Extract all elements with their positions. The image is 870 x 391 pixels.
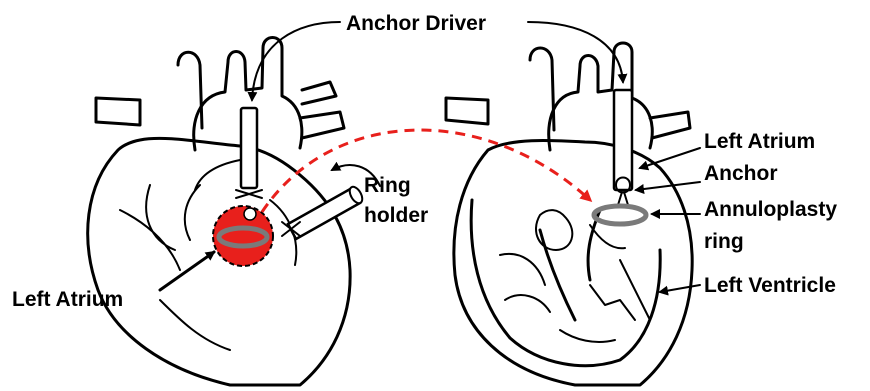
left-driver-tip	[244, 208, 256, 220]
ring-holder	[282, 185, 365, 239]
right-vena-cava	[446, 98, 488, 124]
label-left-atrium-left: Left Atrium	[12, 288, 123, 311]
anchor-driver-arrow-right	[528, 22, 623, 82]
left-vena-cava	[96, 98, 140, 125]
label-anchor: Anchor	[704, 162, 778, 185]
left-pulmonary-arteries	[300, 82, 344, 138]
anchor-arrow	[636, 182, 700, 190]
left-pulmonary-trunk	[178, 52, 202, 128]
left-ventricle-arrow	[660, 285, 700, 292]
label-annuloplasty-line1: Annuloplasty	[704, 198, 837, 221]
label-annuloplasty-line2: ring	[704, 230, 744, 253]
label-left-atrium-right: Left Atrium	[704, 130, 815, 153]
right-annuloplasty-ring	[594, 206, 646, 224]
left-atrium-highlight	[213, 206, 273, 266]
left-anchor-driver-tube	[241, 108, 257, 188]
right-pulmonary-arteries	[650, 112, 690, 138]
anchor-driver-arrow-left	[252, 22, 340, 100]
right-aorta-vessels	[549, 43, 653, 150]
right-valve-leaflets	[500, 210, 650, 320]
label-ring-holder-line1: Ring	[364, 174, 411, 197]
left-atrium-arrow-left	[160, 252, 214, 290]
right-anchor-driver-tube	[614, 90, 632, 190]
transfer-arrow	[262, 130, 590, 212]
label-anchor-driver: Anchor Driver	[346, 12, 486, 35]
label-left-ventricle: Left Ventricle	[704, 274, 836, 297]
label-ring-holder-line2: holder	[364, 204, 428, 227]
left-heart-outline	[88, 138, 350, 385]
right-heart-outline	[454, 140, 692, 385]
left-anchor-clip	[236, 190, 262, 198]
